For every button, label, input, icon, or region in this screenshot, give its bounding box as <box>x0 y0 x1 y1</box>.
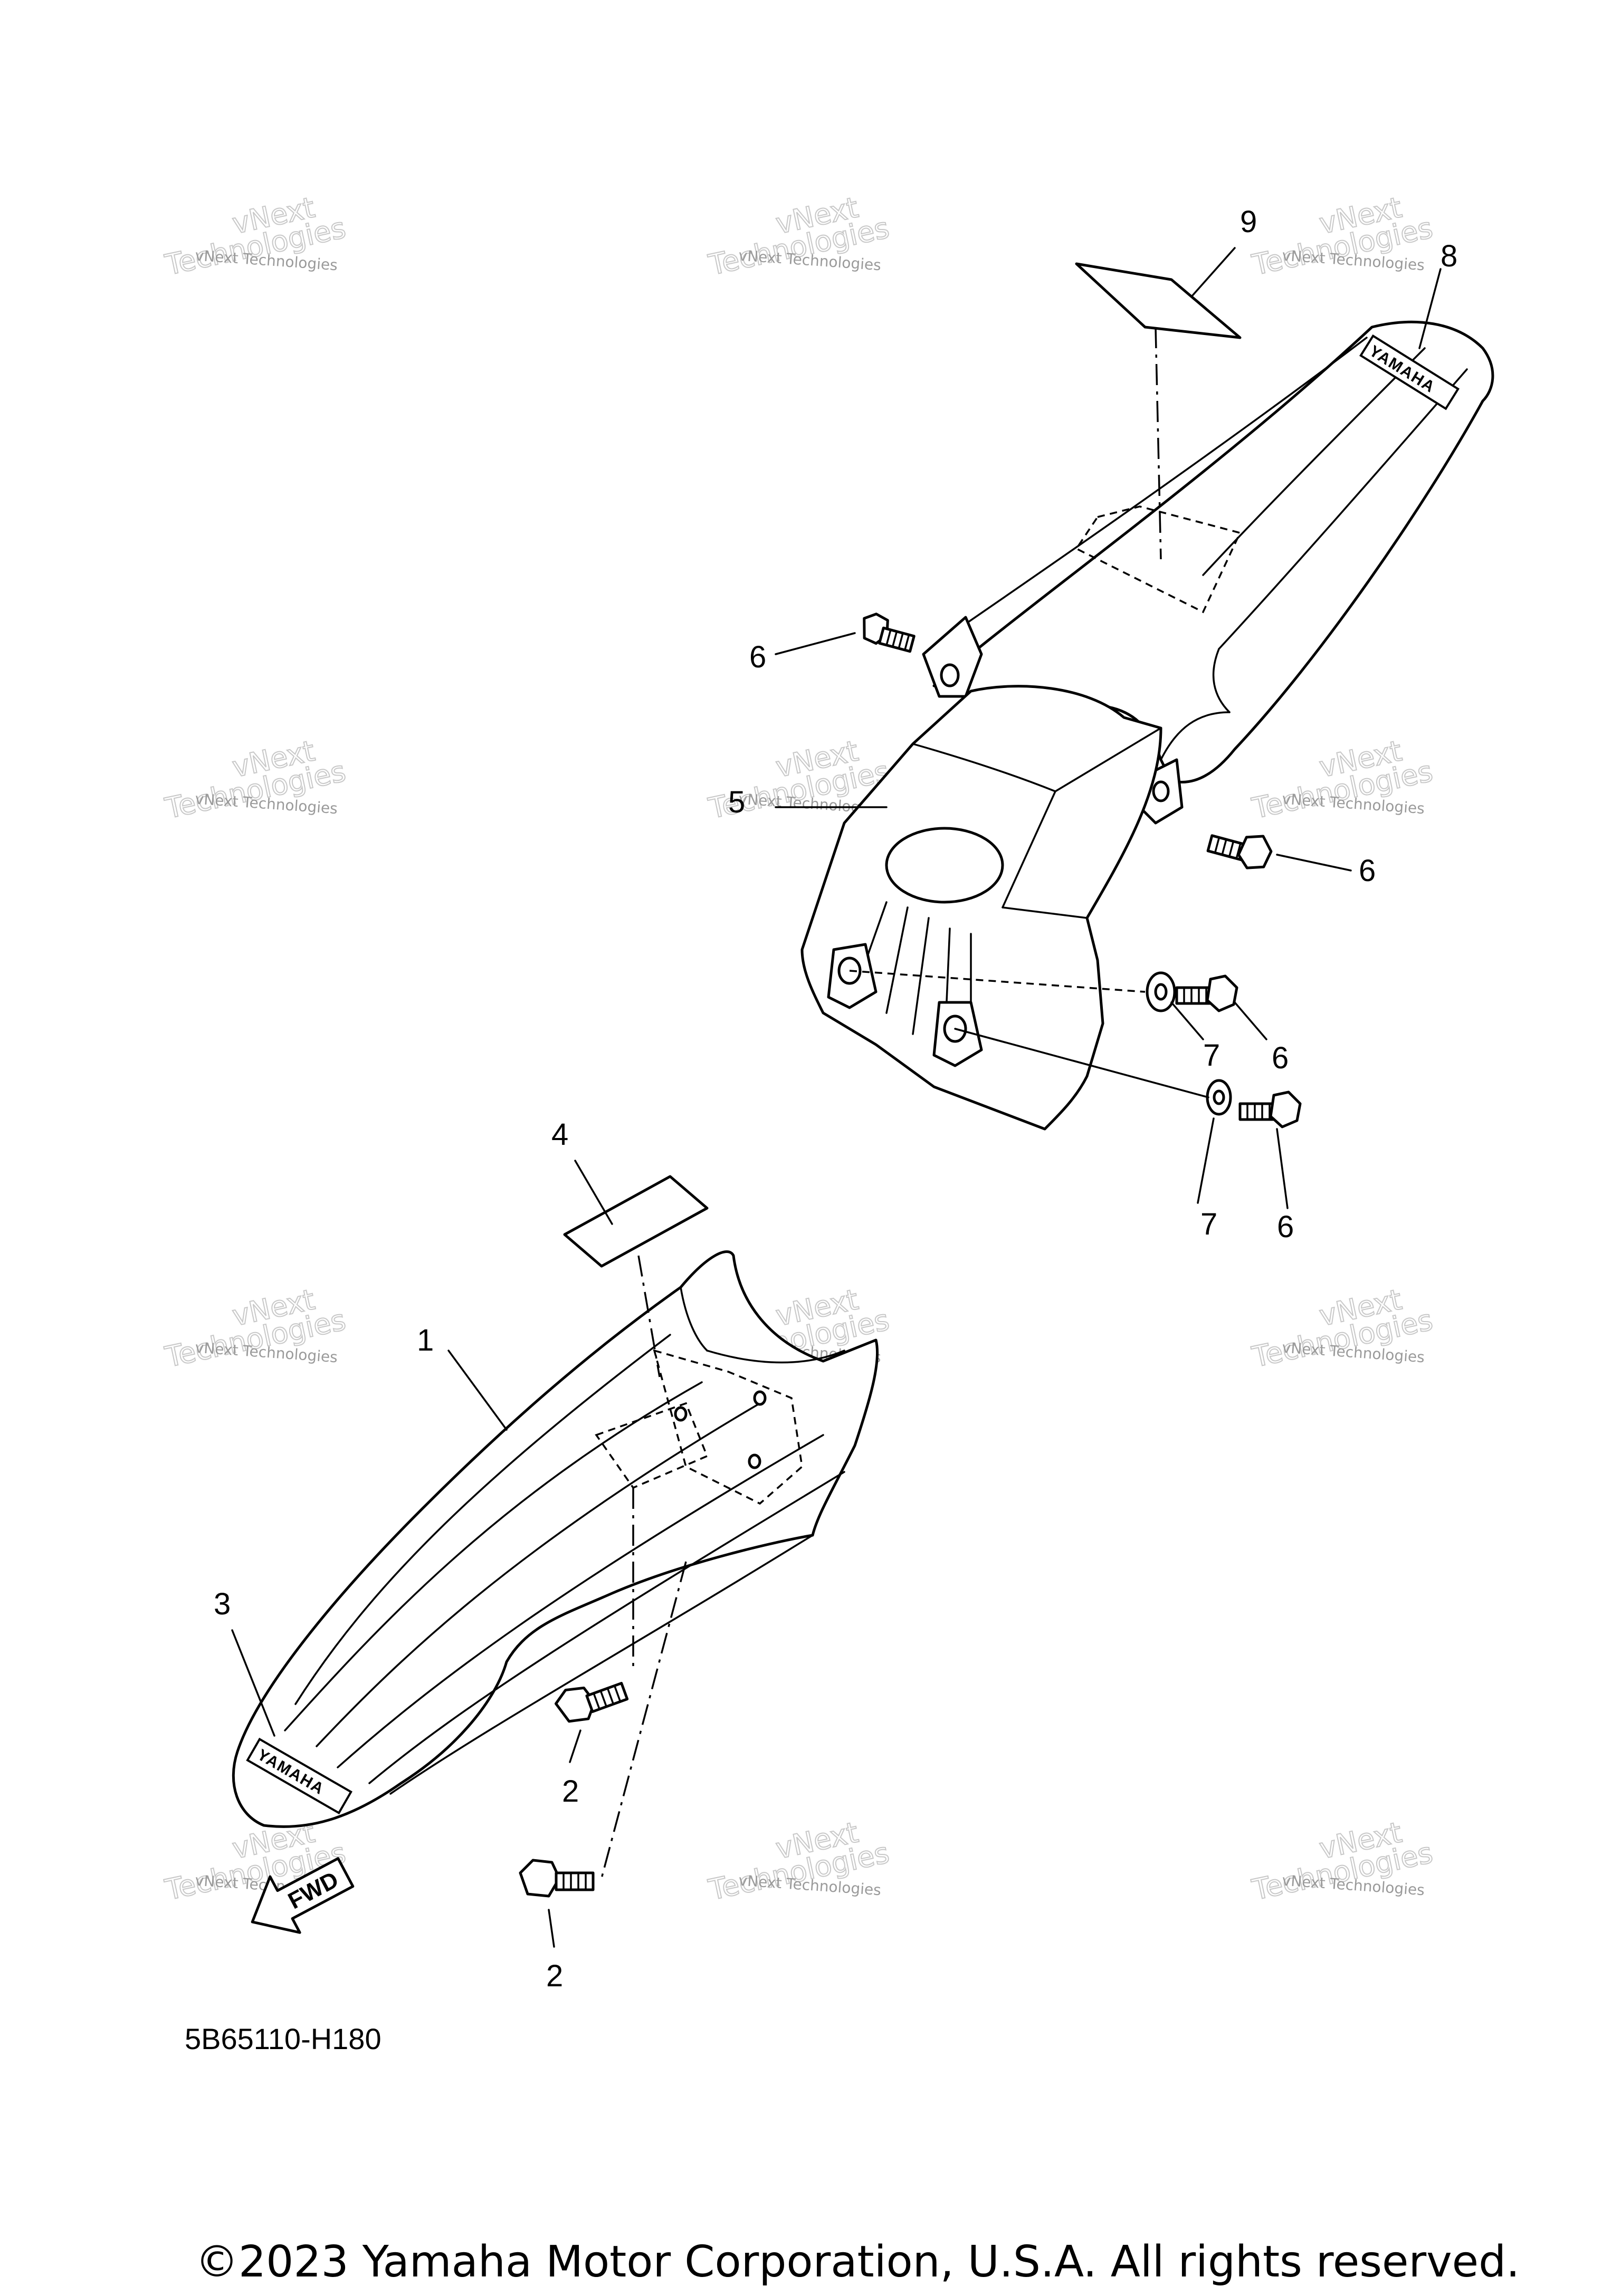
bolt-2b <box>519 1859 595 1898</box>
callout-4: 4 <box>551 1117 568 1152</box>
fwd-arrow-icon: FWD <box>251 1857 355 1934</box>
decal-4 <box>563 1175 709 1268</box>
front-fender: YAMAHA <box>232 1250 879 1828</box>
callout-2b: 2 <box>546 1959 563 1993</box>
rear-fender: YAMAHA <box>922 320 1494 825</box>
bolt-6a <box>863 613 916 653</box>
bolt-6d <box>1238 1090 1302 1128</box>
leader-lines <box>231 247 1442 1948</box>
callout-labels: 9 8 6 5 6 7 6 7 6 4 1 3 2 2 <box>214 205 1457 1993</box>
bolt-6c <box>1175 974 1238 1012</box>
decal-9 <box>1075 262 1242 339</box>
copyright-notice: ©2023 Yamaha Motor Corporation, U.S.A. A… <box>195 2237 1520 2287</box>
callout-5: 5 <box>728 785 745 819</box>
callout-6c: 6 <box>1272 1041 1289 1075</box>
bolt-2a <box>555 1681 629 1723</box>
washer-7b <box>1206 1079 1232 1116</box>
callout-3: 3 <box>214 1587 231 1621</box>
callout-8: 8 <box>1441 239 1457 273</box>
callout-1: 1 <box>417 1323 434 1357</box>
callout-7b: 7 <box>1200 1207 1217 1241</box>
mudguard-flap <box>800 685 1162 1131</box>
callout-9: 9 <box>1240 205 1257 239</box>
callout-7a: 7 <box>1203 1038 1220 1073</box>
callout-6a: 6 <box>749 640 766 674</box>
callout-6d: 6 <box>1277 1210 1294 1244</box>
diagram-code: 5B65110-H180 <box>185 2022 382 2055</box>
washer-7a <box>1146 971 1176 1012</box>
bolt-6b <box>1206 834 1273 869</box>
callout-6b: 6 <box>1359 854 1376 888</box>
callout-2a: 2 <box>562 1774 579 1809</box>
